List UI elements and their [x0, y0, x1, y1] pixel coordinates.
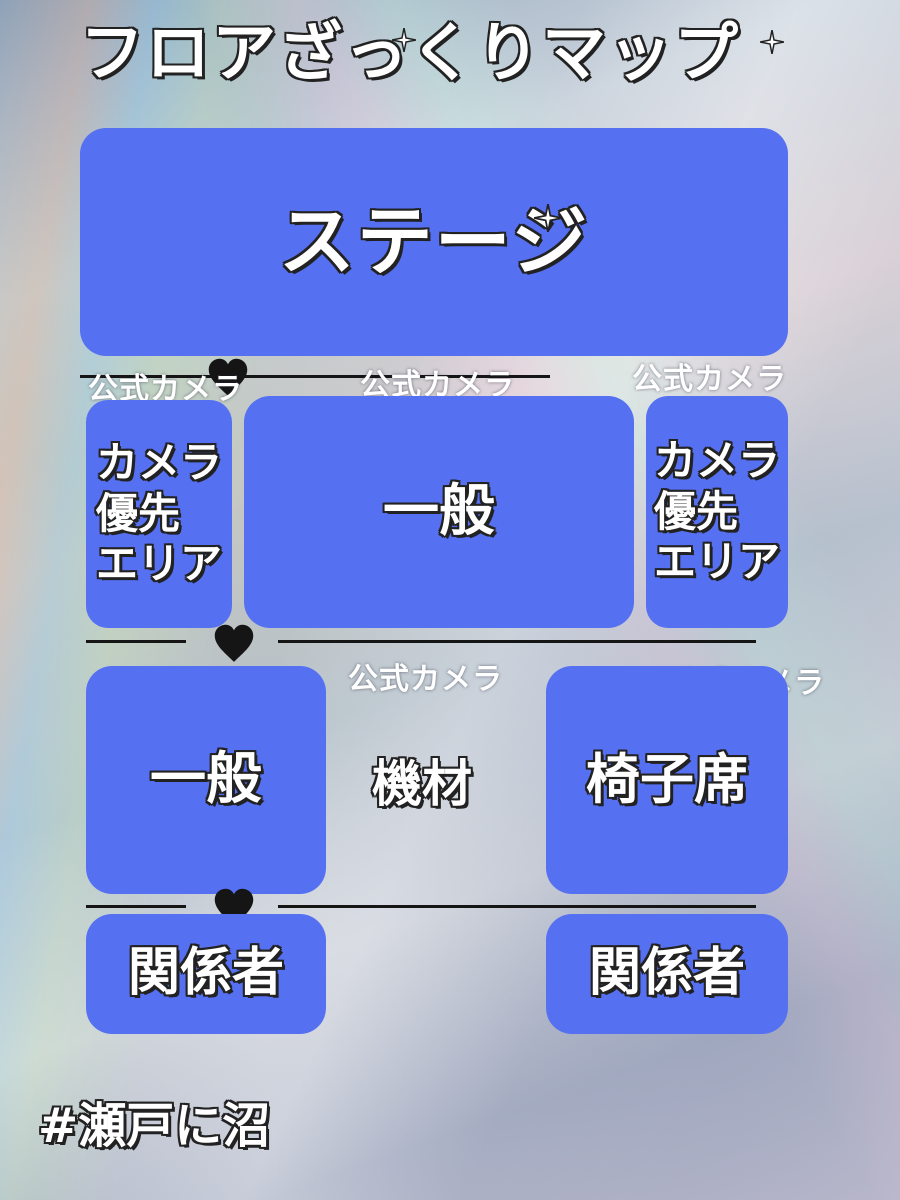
equipment-label: 機材 — [372, 755, 472, 813]
divider-line-row2-right — [278, 640, 756, 643]
divider-line-row3-left — [86, 905, 186, 908]
staff-label: 関係者 — [127, 943, 284, 1004]
hashtag: #瀬戸に沼 — [38, 1098, 271, 1154]
divider-line-row2-left — [86, 640, 186, 643]
divider-line-row3-right — [278, 905, 756, 908]
camera-priority-area-left: カメラ 優先 エリア — [86, 400, 232, 628]
general-area-center: 一般 — [244, 396, 634, 628]
divider-line-row1 — [80, 375, 550, 378]
heart-icon — [214, 624, 254, 662]
camera-priority-area-right: カメラ 優先 エリア — [646, 396, 788, 628]
official-camera-label: 公式カメラ — [632, 362, 787, 397]
official-camera-label: 公式カメラ — [348, 662, 503, 697]
chair-seats-label: 椅子席 — [586, 748, 748, 812]
heart-icon — [208, 358, 248, 396]
camera-priority-label: カメラ 優先 エリア — [95, 438, 222, 589]
staff-area-right: 関係者 — [546, 914, 788, 1034]
sparkle-icon — [760, 30, 784, 54]
chair-seats-area: 椅子席 — [546, 666, 788, 894]
general-area-lower: 一般 — [86, 666, 326, 894]
staff-label: 関係者 — [588, 943, 745, 1004]
general-label: 一般 — [150, 747, 262, 813]
camera-priority-label: カメラ 優先 エリア — [653, 436, 780, 587]
sparkle-icon — [392, 28, 416, 52]
general-label: 一般 — [383, 479, 495, 545]
sparkle-icon — [534, 204, 562, 232]
page-title: フロアざっくりマップ — [80, 17, 740, 91]
stage-area: ステージ — [80, 128, 788, 356]
staff-area-left: 関係者 — [86, 914, 326, 1034]
stage-label: ステージ — [278, 197, 590, 287]
